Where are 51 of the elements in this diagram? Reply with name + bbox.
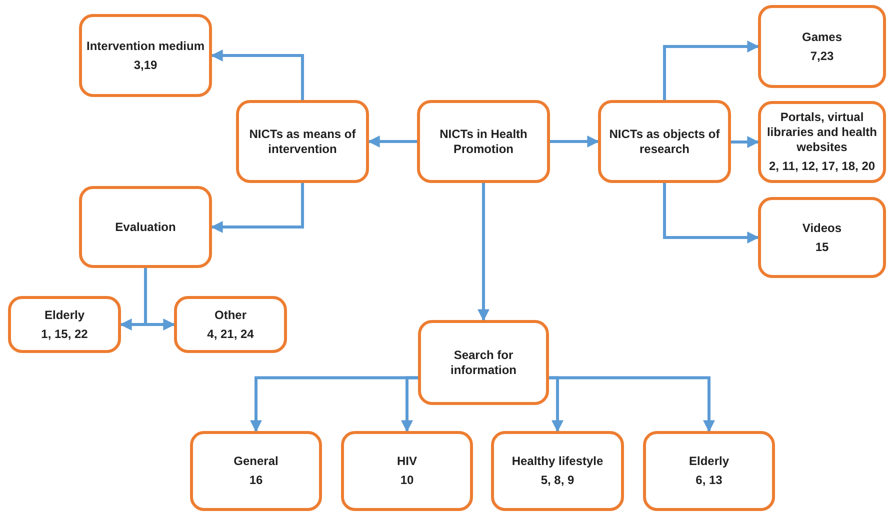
- reference-numbers: 15: [815, 240, 829, 254]
- node-title: Portals, virtual libraries and health websites: [766, 110, 878, 155]
- node-title: Elderly: [688, 454, 730, 469]
- process-box: [598, 100, 731, 183]
- reference-numbers: 1, 15, 22: [41, 326, 88, 342]
- process-box: [758, 101, 886, 183]
- process-box: [491, 431, 624, 511]
- process-box: [190, 431, 322, 511]
- node-title: NICTs in Health Promotion: [438, 126, 528, 156]
- node-title: Search for information: [450, 348, 518, 378]
- arrow: [401, 376, 418, 432]
- node-title: Games: [802, 30, 842, 44]
- arrow: [731, 136, 760, 148]
- node-title: NICTs as objects of research: [608, 126, 721, 156]
- node-title: Intervention medium: [86, 38, 204, 54]
- arrow: [368, 136, 417, 148]
- process-box: [174, 296, 287, 353]
- reference-numbers: 16: [249, 473, 263, 488]
- arrow: [144, 268, 176, 330]
- reference-numbers: 4, 21, 24: [207, 326, 254, 342]
- arrow: [550, 136, 600, 148]
- node-title: Elderly: [44, 308, 85, 322]
- process-box: [79, 186, 212, 268]
- process-box: [417, 100, 550, 183]
- arrow: [663, 183, 760, 244]
- arrow: [549, 376, 715, 432]
- process-box: [8, 296, 121, 353]
- reference-numbers: 10: [400, 473, 414, 488]
- process-box: [643, 431, 775, 511]
- reference-numbers: 2, 11, 12, 17, 18, 20: [768, 159, 876, 174]
- reference-numbers: 5, 8, 9: [540, 473, 574, 488]
- process-box: [236, 100, 369, 183]
- node-title: Healthy lifestyle: [512, 454, 604, 469]
- node-title: Videos: [802, 220, 842, 236]
- reference-numbers: 7,23: [810, 48, 834, 64]
- node-title: NICTs as means of intervention: [248, 126, 357, 156]
- process-box: [758, 5, 886, 88]
- node-title: HIV: [396, 454, 417, 469]
- node-title: Evaluation: [115, 220, 176, 234]
- arrow: [663, 40, 760, 100]
- arrow: [210, 183, 304, 233]
- process-box: [79, 14, 212, 97]
- process-box: [758, 197, 886, 278]
- reference-numbers: 6, 13: [696, 473, 722, 488]
- node-title: Other: [214, 308, 246, 322]
- arrow: [478, 183, 490, 322]
- arrow: [210, 50, 304, 100]
- node-title: General: [234, 454, 278, 469]
- reference-numbers: 3,19: [134, 58, 158, 72]
- process-box: [341, 431, 473, 511]
- process-box: [418, 320, 549, 405]
